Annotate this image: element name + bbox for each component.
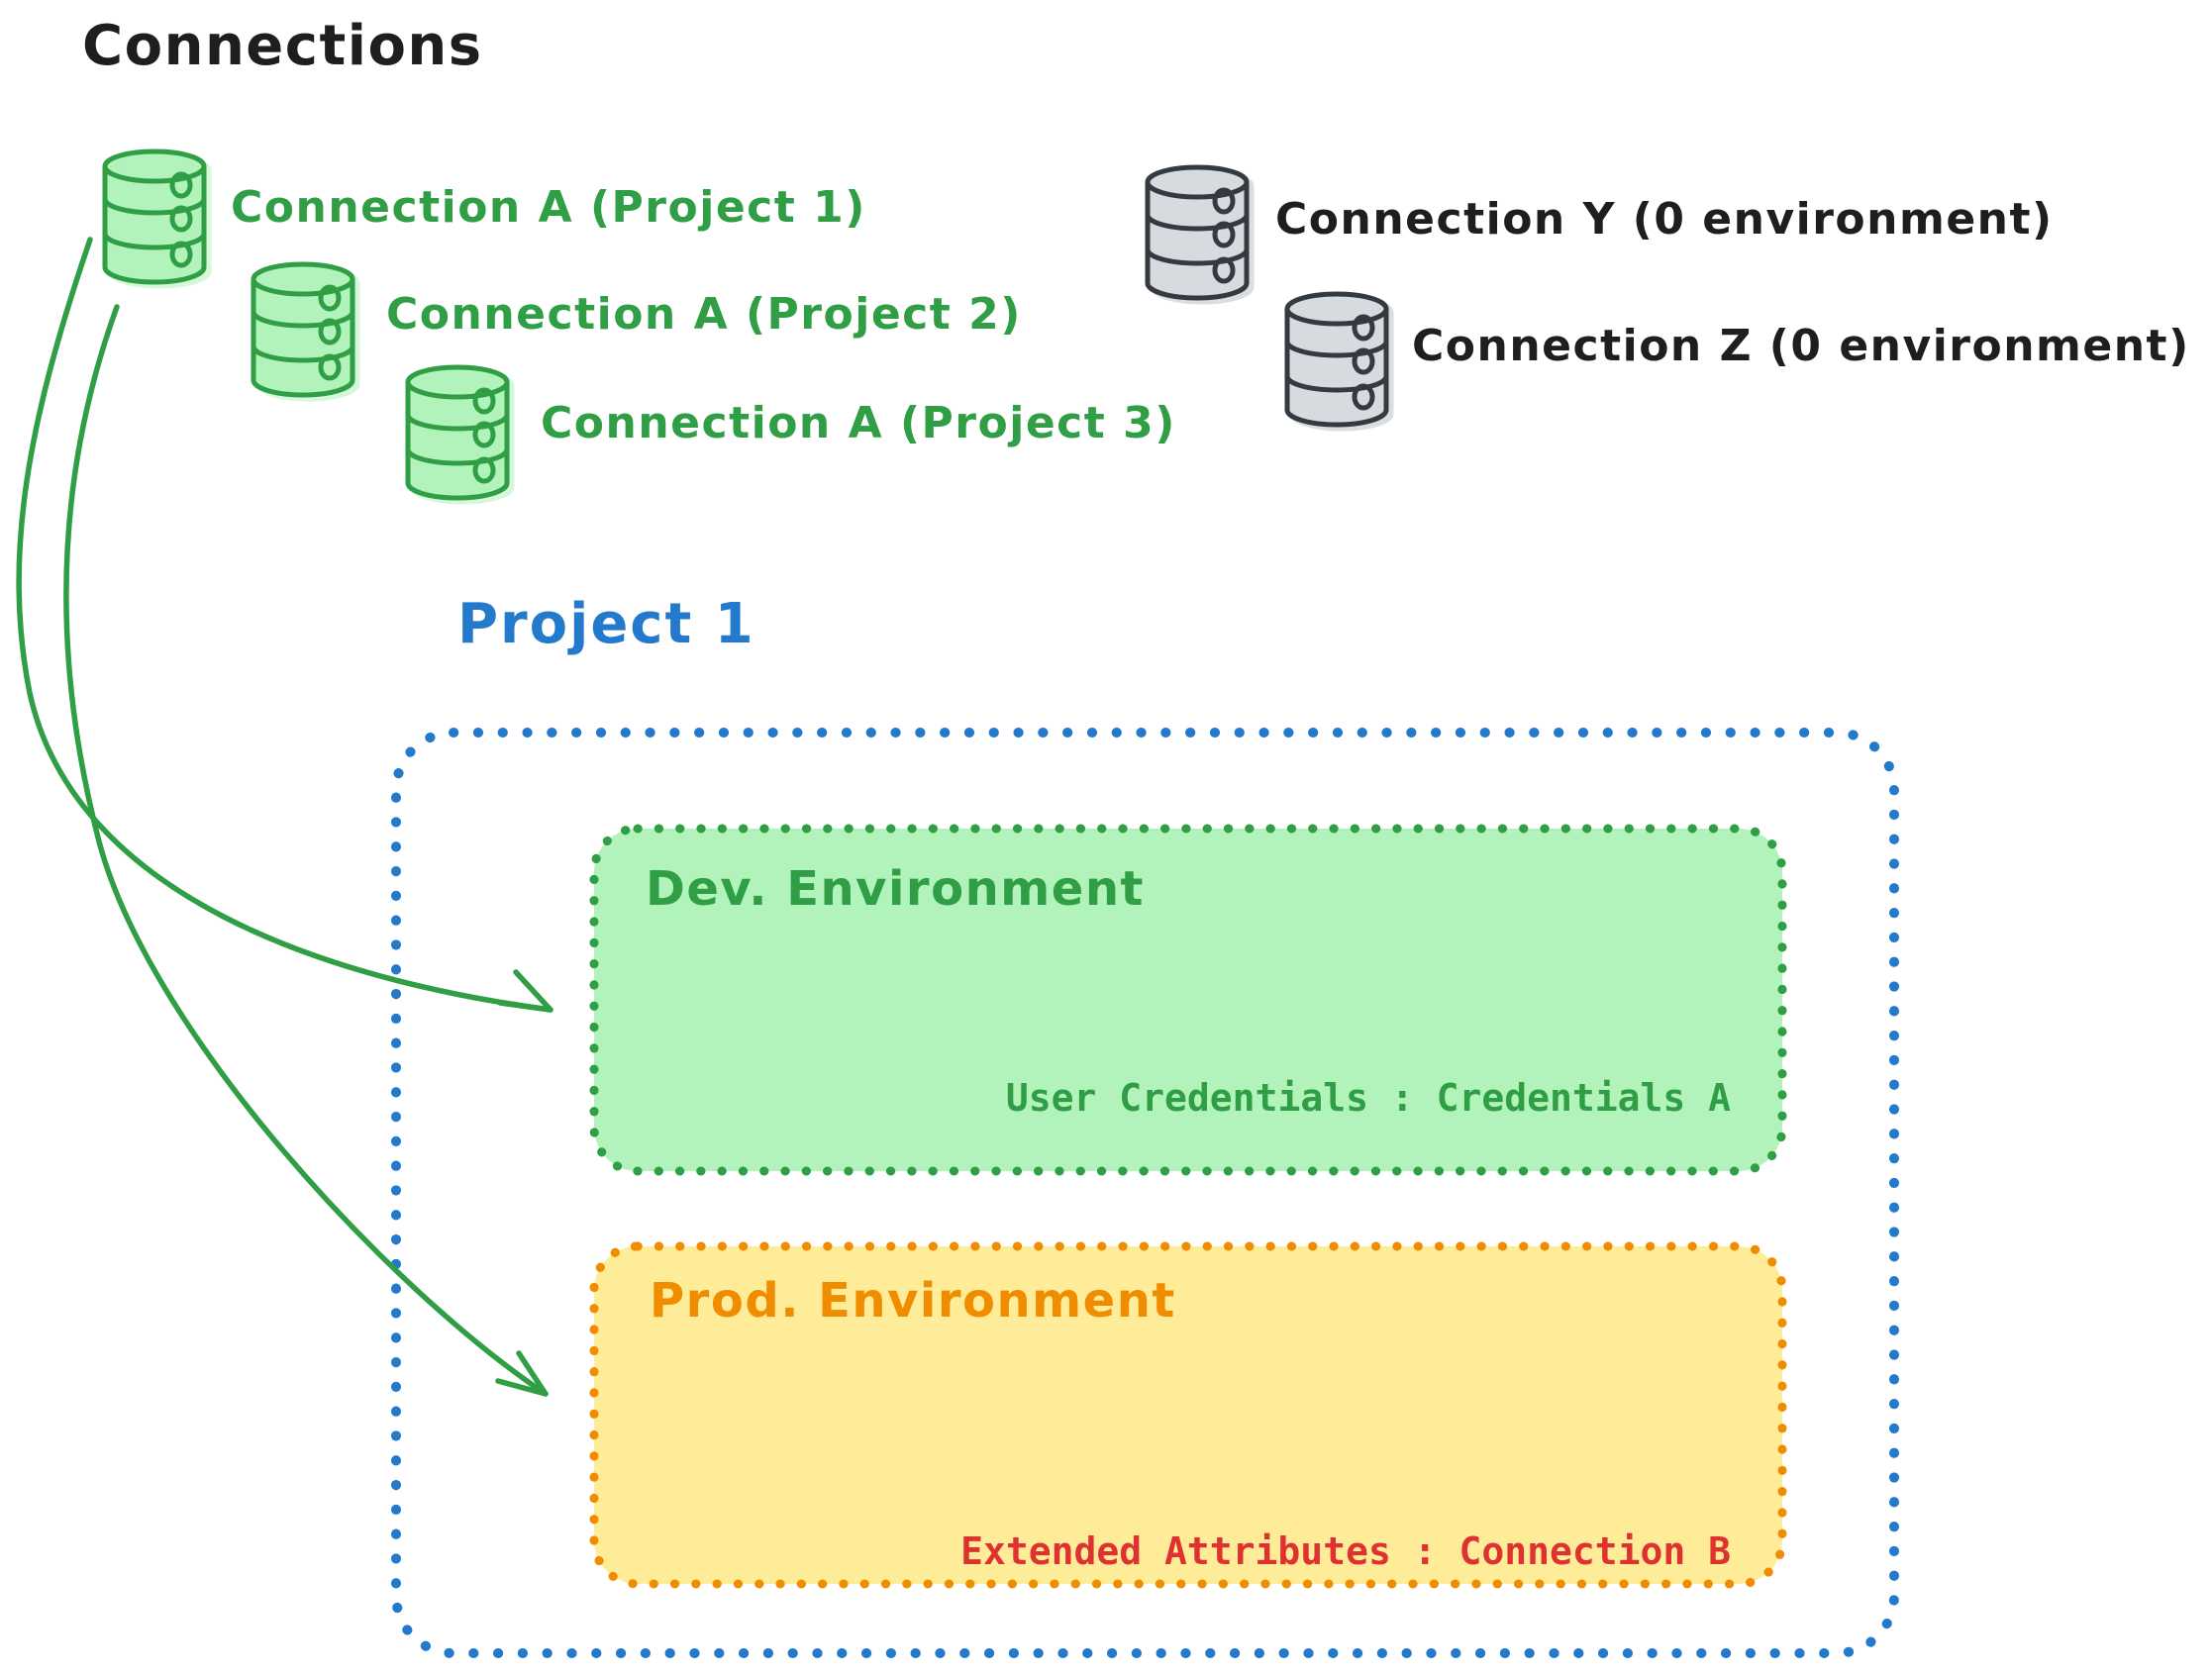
database-icon-connection-a-project-1	[105, 151, 204, 282]
database-icon-connection-z	[1287, 294, 1386, 425]
connection-z-label: Connection Z (0 environment)	[1412, 321, 2190, 371]
database-icon-connection-y	[1148, 167, 1247, 298]
page-title: Connections	[82, 14, 483, 78]
prod-environment-title: Prod. Environment	[650, 1273, 1176, 1329]
dev-environment-title: Dev. Environment	[646, 861, 1145, 917]
connection-y-label: Connection Y (0 environment)	[1275, 194, 2054, 245]
project-1-title: Project 1	[457, 592, 755, 656]
prod-credentials-mapping: Extended Attributes : Connection B Ext.A…	[741, 1426, 1731, 1674]
database-icon-connection-a-project-2	[253, 264, 352, 395]
connection-a-project-1-label: Connection A (Project 1)	[231, 182, 866, 233]
prod-mapping-line-1: Extended Attributes : Connection B	[960, 1528, 1731, 1573]
dev-credentials-mapping: User Credentials : Credentials A	[1005, 1076, 1731, 1120]
prod-environment-box	[589, 1241, 1787, 1589]
connection-a-project-2-label: Connection A (Project 2)	[386, 289, 1022, 340]
connection-a-project-3-label: Connection A (Project 3)	[541, 398, 1176, 448]
database-icon-connection-a-project-3	[408, 367, 507, 498]
dev-environment-box	[589, 824, 1787, 1176]
